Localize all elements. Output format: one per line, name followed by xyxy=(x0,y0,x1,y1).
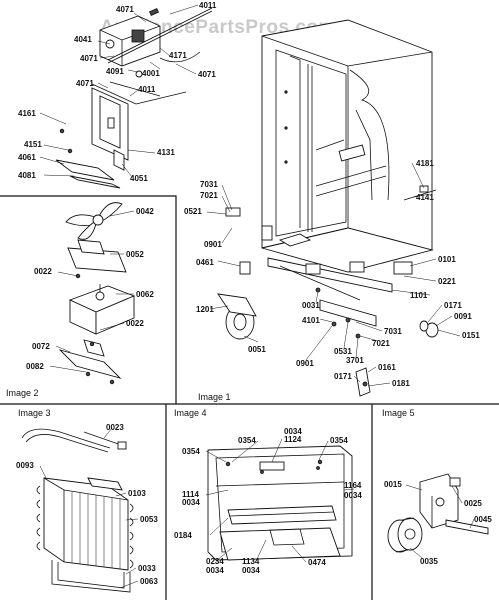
label-7021a: 7021 xyxy=(200,191,218,200)
evaporator-drawing xyxy=(21,428,134,593)
label-0031: 0031 xyxy=(302,301,320,310)
label-4091: 4091 xyxy=(106,67,124,76)
label-0521: 0521 xyxy=(184,207,202,216)
panel-label-image3: Image 3 xyxy=(18,408,51,418)
label-4171: 4171 xyxy=(169,51,187,60)
label-0022b: 0022 xyxy=(126,319,144,328)
label-0474: 0474 xyxy=(308,558,326,567)
label-0034a: 0034 xyxy=(284,427,302,436)
label-4001: 4001 xyxy=(142,69,160,78)
panel-frames xyxy=(0,195,499,600)
label-0091: 0091 xyxy=(454,312,472,321)
label-1164: 1164 xyxy=(344,481,362,490)
label-0093: 0093 xyxy=(16,461,34,470)
label-0035: 0035 xyxy=(420,557,438,566)
label-1101: 1101 xyxy=(410,291,428,300)
label-0354a: 0354 xyxy=(238,436,256,445)
label-0051: 0051 xyxy=(248,345,266,354)
label-4151: 4151 xyxy=(24,140,42,149)
panel-captions: Image 1 Image 2 Image 3 Image 4 Image 5 xyxy=(6,388,415,418)
label-4051: 4051 xyxy=(130,174,148,183)
label-4071a: 4071 xyxy=(116,5,134,14)
label-0053: 0053 xyxy=(140,515,158,524)
evaporator-cover-drawing xyxy=(207,445,353,561)
label-0181: 0181 xyxy=(392,379,410,388)
label-4071c: 4071 xyxy=(198,70,216,79)
label-0901a: 0901 xyxy=(204,240,222,249)
leader-lines xyxy=(39,4,475,589)
label-0461: 0461 xyxy=(196,258,214,267)
damper-motor-drawing xyxy=(387,473,489,553)
panel-label-image1: Image 1 xyxy=(198,392,231,402)
label-4011a: 4011 xyxy=(199,1,217,10)
cabinet-drawing xyxy=(217,19,439,397)
label-0063: 0063 xyxy=(140,577,158,586)
label-1124: 1124 xyxy=(284,435,302,444)
label-0901b: 0901 xyxy=(296,359,314,368)
label-4011b: 4011 xyxy=(138,85,156,94)
label-4131: 4131 xyxy=(157,148,175,157)
label-0221: 0221 xyxy=(438,277,456,286)
label-0531: 0531 xyxy=(334,347,352,356)
label-7021b: 7021 xyxy=(372,339,390,348)
label-0103: 0103 xyxy=(128,489,146,498)
label-0034c: 0034 xyxy=(344,491,362,500)
label-0354b: 0354 xyxy=(330,436,348,445)
label-4061: 4061 xyxy=(18,153,36,162)
label-7031b: 7031 xyxy=(384,327,402,336)
label-0025: 0025 xyxy=(464,499,482,508)
label-0033: 0033 xyxy=(138,564,156,573)
label-0015: 0015 xyxy=(384,480,402,489)
panel-label-image4: Image 4 xyxy=(174,408,207,418)
label-0023: 0023 xyxy=(106,423,124,432)
label-0161: 0161 xyxy=(378,363,396,372)
label-1201: 1201 xyxy=(196,305,214,314)
label-0072: 0072 xyxy=(32,342,50,351)
label-4161: 4161 xyxy=(18,109,36,118)
label-0042: 0042 xyxy=(136,207,154,216)
label-0184: 0184 xyxy=(174,531,192,540)
label-0022a: 0022 xyxy=(34,267,52,276)
label-4101: 4101 xyxy=(302,316,320,325)
label-0034e: 0034 xyxy=(242,566,260,575)
label-4141: 4141 xyxy=(416,193,434,202)
label-1134: 1134 xyxy=(242,557,260,566)
label-0151: 0151 xyxy=(462,331,480,340)
label-7031a: 7031 xyxy=(200,180,218,189)
label-0101: 0101 xyxy=(438,255,456,264)
label-0034d: 0034 xyxy=(206,566,224,575)
label-3701: 3701 xyxy=(346,356,364,365)
label-1114: 1114 xyxy=(182,490,199,499)
label-0171b: 0171 xyxy=(334,372,352,381)
fan-assembly-drawing xyxy=(58,202,136,385)
label-4181: 4181 xyxy=(416,159,434,168)
label-4081: 4081 xyxy=(18,171,36,180)
label-4041: 4041 xyxy=(74,35,92,44)
label-0171a: 0171 xyxy=(444,301,462,310)
label-0354c: 0354 xyxy=(182,447,200,456)
label-0234: 0234 xyxy=(206,557,224,566)
label-4071d: 4071 xyxy=(76,79,94,88)
label-0045: 0045 xyxy=(474,515,492,524)
panel-label-image5: Image 5 xyxy=(382,408,415,418)
label-0082: 0082 xyxy=(26,362,44,371)
label-0034b: 0034 xyxy=(182,498,200,507)
label-0052: 0052 xyxy=(126,250,144,259)
label-4071b: 4071 xyxy=(80,54,98,63)
control-assembly-drawing xyxy=(55,7,213,189)
label-0062: 0062 xyxy=(136,290,154,299)
part-number-labels: 4011 4071 4041 4071 4091 4001 4171 4071 … xyxy=(16,1,492,586)
panel-label-image2: Image 2 xyxy=(6,388,39,398)
